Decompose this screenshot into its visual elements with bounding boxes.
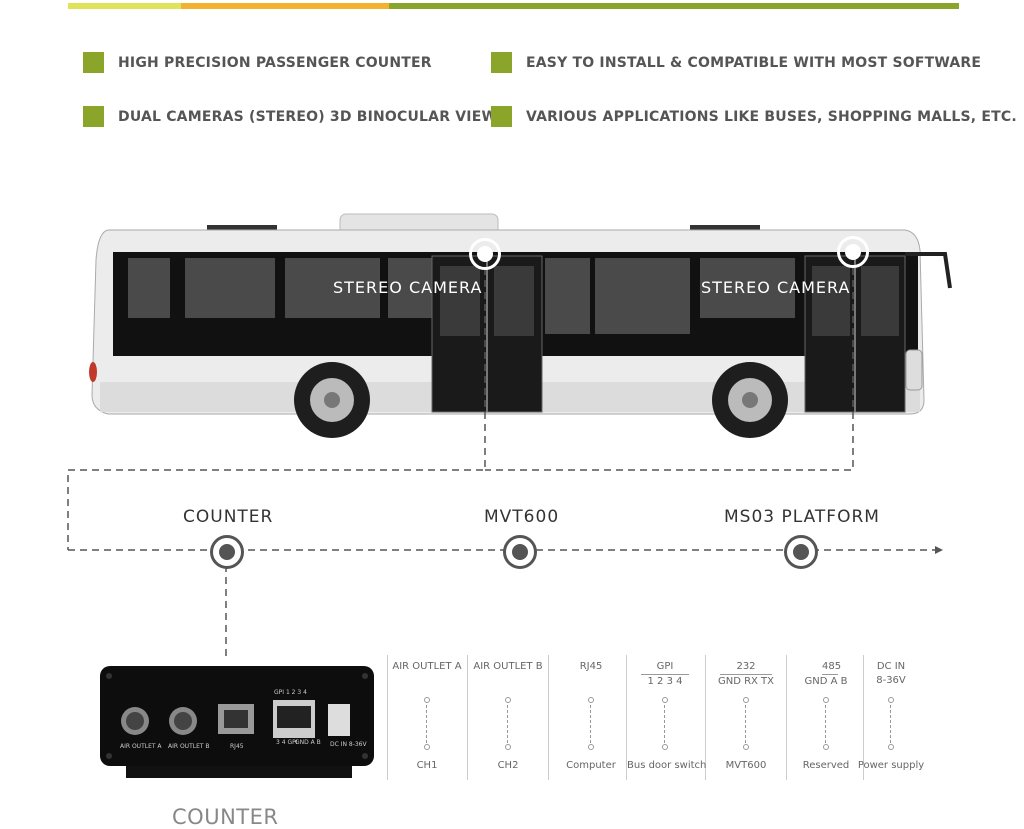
top-bar-yellow xyxy=(68,3,181,9)
node-label-ms03-platform: MS03 PLATFORM xyxy=(724,507,880,527)
port-top-label: 485 xyxy=(822,660,841,675)
port-top-label: DC IN xyxy=(876,661,906,672)
rs-device-sublabel: GND A B xyxy=(295,739,321,746)
node-label-counter: COUNTER xyxy=(183,507,274,527)
air-outlet-b-icon xyxy=(169,707,197,735)
port-top-sublabel: 8-36V xyxy=(876,675,906,686)
gpi-device-label: GPI 1 2 3 4 xyxy=(274,689,307,696)
port-top-sublabel: GND A B xyxy=(804,676,848,687)
stereo-camera-label-2: STEREO CAMERA xyxy=(701,278,851,297)
port-column-ch1: AIR OUTLET A CH1 xyxy=(389,660,465,771)
port-top-label: AIR OUTLET B xyxy=(473,661,543,672)
node-mvt600-icon xyxy=(503,535,537,569)
wheel-front xyxy=(712,362,788,438)
top-bar-green xyxy=(389,3,959,9)
counter-device: AIR OUTLET A AIR OUTLET B RJ45 GPI 1 2 3… xyxy=(100,666,374,778)
port-column-mvt600: 232 GND RX TX MVT600 xyxy=(708,660,784,771)
bullet-square-icon xyxy=(491,106,512,127)
port-bottom-label: CH1 xyxy=(416,760,438,771)
node-ms03-icon xyxy=(784,535,818,569)
feature-dual-cameras: DUAL CAMERAS (STEREO) 3D BINOCULAR VIEW xyxy=(83,106,497,127)
feature-label: VARIOUS APPLICATIONS LIKE BUSES, SHOPPIN… xyxy=(526,108,1017,125)
port-separator xyxy=(705,655,706,780)
port-bottom-label: MVT600 xyxy=(725,760,767,771)
port-column-ch2: AIR OUTLET B CH2 xyxy=(470,660,546,771)
port-bottom-label: Power supply xyxy=(857,760,925,771)
port-column-power-supply: DC IN 8-36V Power supply xyxy=(853,660,929,771)
feature-label: EASY TO INSTALL & COMPATIBLE WITH MOST S… xyxy=(526,54,982,71)
feature-label: HIGH PRECISION PASSENGER COUNTER xyxy=(118,54,432,71)
port-column-computer: RJ45 Computer xyxy=(553,660,629,771)
top-bar-orange xyxy=(181,3,389,9)
node-counter-icon xyxy=(210,535,244,569)
feature-passenger-counter: HIGH PRECISION PASSENGER COUNTER xyxy=(83,52,432,73)
dc-in-device-label: DC IN 8-36V xyxy=(330,741,367,748)
port-top-sublabel: 1 2 3 4 xyxy=(647,676,683,687)
port-top-label: 232 xyxy=(720,660,772,675)
port-top-label: GPI xyxy=(641,660,689,675)
bullet-square-icon xyxy=(83,52,104,73)
port-column-door-switch: GPI 1 2 3 4 Bus door switch xyxy=(627,660,706,771)
port-column-reserved: 485 GND A B Reserved xyxy=(788,660,864,771)
port-bottom-label: Computer xyxy=(566,760,616,771)
wheel-rear xyxy=(294,362,370,438)
stereo-camera-marker-2 xyxy=(837,236,869,268)
port-separator xyxy=(786,655,787,780)
gpi-terminal-icon xyxy=(273,700,315,738)
port-separator xyxy=(863,655,864,780)
dc-in-port-icon xyxy=(328,704,350,736)
port-top-sublabel: GND RX TX xyxy=(717,676,775,687)
port-separator xyxy=(467,655,468,780)
feature-easy-install: EASY TO INSTALL & COMPATIBLE WITH MOST S… xyxy=(491,52,981,73)
node-label-mvt600: MVT600 xyxy=(484,507,560,527)
port-separator xyxy=(626,655,627,780)
port-bottom-label: Bus door switch xyxy=(627,760,707,771)
air-outlet-a-icon xyxy=(121,707,149,735)
port-bottom-label: CH2 xyxy=(497,760,519,771)
air-outlet-a-device-label: AIR OUTLET A xyxy=(120,743,162,750)
counter-caption: COUNTER xyxy=(172,805,279,829)
feature-label: DUAL CAMERAS (STEREO) 3D BINOCULAR VIEW xyxy=(118,108,498,125)
port-top-label: AIR OUTLET A xyxy=(392,661,462,672)
rj45-device-label: RJ45 xyxy=(230,743,244,750)
port-separator xyxy=(387,655,388,780)
port-separator xyxy=(548,655,549,780)
bullet-square-icon xyxy=(491,52,512,73)
stereo-camera-label-1: STEREO CAMERA xyxy=(333,278,483,297)
stereo-camera-marker-1 xyxy=(469,238,501,270)
bullet-square-icon xyxy=(83,106,104,127)
air-outlet-b-device-label: AIR OUTLET B xyxy=(168,743,210,750)
port-bottom-label: Reserved xyxy=(802,760,850,771)
feature-applications: VARIOUS APPLICATIONS LIKE BUSES, SHOPPIN… xyxy=(491,106,1017,127)
gpi-device-sublabel: 3 4 GPI xyxy=(276,739,298,746)
rj45-port-icon xyxy=(218,704,254,734)
port-top-label: RJ45 xyxy=(579,661,603,672)
